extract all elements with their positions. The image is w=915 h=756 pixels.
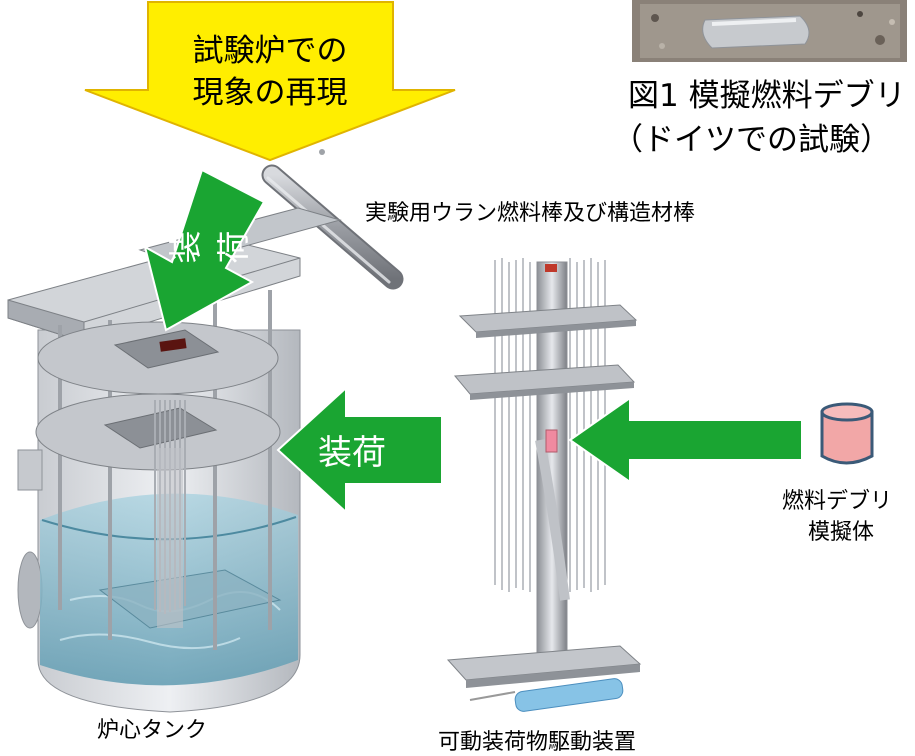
banner-line-1: 試験炉での [192, 33, 348, 69]
load-arrow-mid [276, 385, 443, 515]
core-tank-label: 炉心タンク [97, 718, 208, 743]
debris-photo [632, 0, 907, 62]
banner-arrow [84, 1, 456, 162]
banner-line-2: 現象の再現 [192, 75, 348, 111]
core-tank-drawing [7, 207, 342, 713]
drive-device-drawing [446, 258, 642, 712]
load-arrow-right [568, 396, 803, 484]
fuel-rod-image [261, 164, 404, 290]
figure-caption-subtitle: （ドイツでの試験） [612, 122, 891, 158]
debris-label-line-1: 燃料デブリ [782, 489, 893, 514]
debris-cylinder-icon [820, 402, 874, 465]
load-arrow-top [143, 168, 266, 332]
figure-caption-title: 図1 模擬燃料デブリ [628, 78, 906, 114]
drive-device-label: 可動装荷物駆動装置 [438, 730, 637, 755]
banner-text: 試験炉での 現象の再現 [150, 30, 390, 114]
rods-label: 実験用ウラン燃料棒及び構造材棒 [365, 201, 696, 226]
debris-label-line-2: 模擬体 [808, 520, 875, 545]
dot [319, 149, 325, 155]
load-arrow-mid-label: 装荷 [318, 433, 386, 473]
load-arrow-top-label: 装荷 [166, 230, 253, 264]
